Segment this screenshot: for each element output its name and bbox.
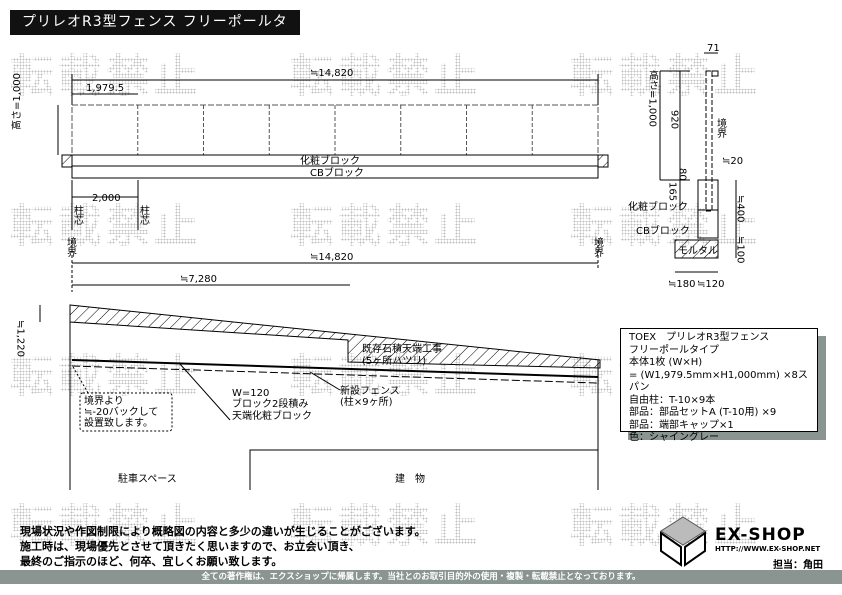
dim-plan-depth: ≒1,220 xyxy=(15,320,26,357)
dim-section-top: 71 xyxy=(707,43,720,54)
label-building: 建 物 xyxy=(395,472,425,485)
label-boundary: 境界 xyxy=(592,236,604,258)
label-block-top: 天端化粧ブロック xyxy=(232,409,312,422)
dim-span: 1,979.5 xyxy=(86,83,124,94)
dim-post-pitch: 2,000 xyxy=(92,193,121,204)
label-post-center: 柱芯 xyxy=(72,204,84,225)
note-line: 施工時は、現場優先とさせて頂きたく思いますので、お立会い頂き、 xyxy=(20,540,360,553)
spec-line: 部品：端部キャップ×1 xyxy=(629,419,734,431)
page-title: プリレオR3型フェンス フリーポールタイプ xyxy=(10,10,300,55)
spec-line: 色：シャイングレー xyxy=(629,432,719,443)
spec-line: 本体1枚 (W×H) xyxy=(629,357,703,368)
copyright-footer: 全ての著作権は、エクスショップに帰属します。当社とのお取引目的外の使用・複製・転… xyxy=(0,570,842,584)
exshop-logo: EX-SHOP HTTP://WWW.EX-SHOP.NET 担当：角田 xyxy=(655,515,825,571)
setback-note: ≒-20バックして xyxy=(84,406,158,418)
elevation-view xyxy=(57,74,609,292)
label-block-stack: ブロック2段積み xyxy=(232,397,308,410)
label-existing-wall-note: (5ヶ所ハツリ) xyxy=(362,355,426,367)
dim-section-height: 高さ=1,000 xyxy=(647,69,659,127)
dim-total-width-2: ≒14,820 xyxy=(310,252,353,263)
dim-offset: ≒20 xyxy=(722,156,743,167)
setback-note: 設置致します。 xyxy=(84,416,153,429)
label-new-fence: 新設フェンス xyxy=(340,384,400,397)
dim-180: ≒180 xyxy=(668,279,695,290)
note-line: 最終のご指示のほど、何卒、宜しくお願い致します。 xyxy=(20,555,283,568)
spec-box: TOEX プリレオR3型フェンス フリーポールタイプ 本体1枚 (W×H) = … xyxy=(620,328,818,443)
dim-400: ≒400 xyxy=(735,195,746,222)
label-section-cb-block: CBブロック xyxy=(636,224,690,237)
dim-120: ≒120 xyxy=(697,279,724,290)
label-block-width: W=120 xyxy=(232,388,269,399)
dim-partial-width: ≒7,280 xyxy=(180,274,217,285)
logo-url: HTTP://WWW.EX-SHOP.NET xyxy=(715,545,821,553)
logo-box-icon xyxy=(660,516,706,567)
label-new-fence-note: (柱×9ヶ所) xyxy=(340,395,393,408)
label-cb-block: CBブロック xyxy=(310,166,364,179)
label-mortar: モルタル xyxy=(678,245,718,257)
dim-80: 80 xyxy=(677,168,688,181)
label-post-center: 柱芯 xyxy=(138,204,150,225)
spec-line: 部品：部品セットA (T-10用) ×9 xyxy=(629,407,777,418)
section-view xyxy=(659,52,737,273)
dim-165: 165 xyxy=(667,182,678,201)
dim-total-width: ≒14,820 xyxy=(310,68,353,79)
label-existing-wall: 既存石積天端工事 xyxy=(362,342,442,355)
label-section-boundary: 境界 xyxy=(715,117,727,139)
dim-920: 920 xyxy=(669,110,680,129)
label-boundary: 境界 xyxy=(65,236,77,258)
spec-line: = (W1,979.5mm×H1,000mm) ×8スパン xyxy=(629,369,808,394)
note-line: 現場状況や作図制限により概略図の内容と多少の違いが生じることがございます。 xyxy=(20,525,426,538)
staff-name: 担当：角田 xyxy=(773,560,823,571)
spec-line: TOEX プリレオR3型フェンス xyxy=(629,332,770,343)
dim-height: 高さ=1,000 xyxy=(10,73,23,130)
plan-view xyxy=(39,304,601,490)
label-section-decor-block: 化粧ブロック xyxy=(628,200,688,213)
dim-100: ≒100 xyxy=(735,236,746,263)
label-decor-block: 化粧ブロック xyxy=(300,154,360,167)
spec-line: フリーポールタイプ xyxy=(629,344,719,356)
setback-note: 境界より xyxy=(84,394,124,407)
notes: 現場状況や作図制限により概略図の内容と多少の違いが生じることがございます。 施工… xyxy=(20,524,426,569)
spec-line: 自由柱：T-10×9本 xyxy=(629,394,716,406)
logo-name: EX-SHOP xyxy=(715,525,806,545)
label-parking: 駐車スペース xyxy=(118,472,177,485)
